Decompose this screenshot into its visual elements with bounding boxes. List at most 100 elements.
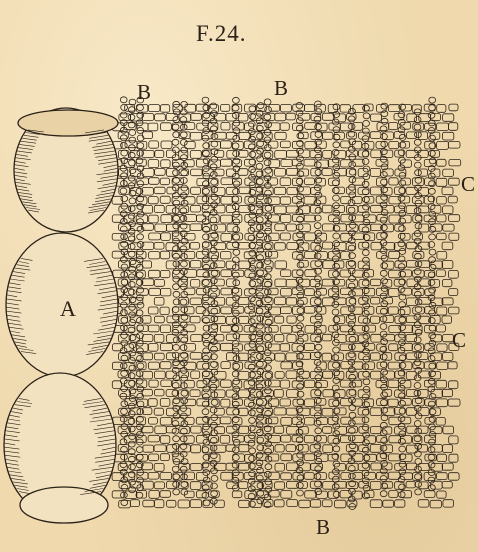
- mesh-cell: [185, 399, 196, 406]
- fiber-bead: [315, 276, 322, 282]
- mesh-cell: [352, 233, 363, 240]
- fiber-bead: [362, 242, 369, 248]
- mesh-cell: [142, 463, 152, 470]
- mesh-cell: [191, 187, 201, 194]
- mesh-cell: [220, 252, 231, 259]
- mesh-cell: [448, 473, 459, 481]
- fiber-bead: [211, 141, 218, 147]
- mesh-cell: [191, 205, 201, 212]
- fiber-bead: [333, 461, 340, 467]
- fiber-bead: [333, 172, 340, 178]
- mesh-cell: [287, 335, 296, 343]
- fiber-bead: [203, 150, 210, 156]
- mesh-cell: [322, 298, 334, 306]
- mesh-cell: [154, 353, 164, 360]
- fiber-bead: [121, 279, 128, 285]
- fiber-bead: [333, 165, 340, 171]
- fiber-bead: [249, 372, 256, 378]
- mesh-cell: [269, 326, 278, 333]
- fiber-bead: [180, 139, 187, 145]
- mesh-cell: [172, 178, 184, 185]
- fiber-bead: [399, 446, 406, 452]
- fiber-bead: [256, 285, 263, 291]
- mesh-cell: [448, 141, 460, 148]
- mesh-cell: [221, 399, 230, 407]
- fiber-bead: [349, 276, 356, 282]
- mesh-cell: [124, 178, 135, 186]
- fiber-bead: [137, 105, 144, 111]
- fiber-bead: [210, 164, 217, 170]
- mesh-cell: [166, 426, 176, 433]
- fiber-bead: [232, 105, 239, 111]
- fiber-bead: [362, 250, 369, 256]
- mesh-cell: [160, 362, 171, 369]
- mesh-cell: [196, 473, 207, 481]
- mesh-cell: [154, 316, 164, 323]
- mesh-cell: [419, 482, 428, 489]
- fiber-bead: [211, 483, 218, 489]
- mesh-cell: [154, 463, 164, 471]
- fiber-bead: [257, 247, 264, 253]
- mesh-cell: [323, 427, 332, 434]
- fiber-bead: [349, 412, 356, 418]
- mesh-cell: [221, 159, 232, 166]
- fiber-bead: [349, 450, 356, 456]
- fiber-bead: [173, 200, 180, 206]
- mesh-cell: [287, 500, 298, 507]
- column-top-opening: [18, 110, 118, 136]
- mesh-cell: [436, 399, 447, 407]
- mesh-cell: [437, 307, 447, 315]
- fiber-bead: [429, 135, 436, 141]
- mesh-cell: [304, 343, 314, 350]
- mesh-cell: [293, 123, 303, 130]
- fiber-bead: [314, 291, 321, 297]
- fiber-bead: [121, 196, 128, 202]
- mesh-cell: [221, 104, 230, 111]
- mesh-cell: [281, 454, 292, 461]
- mesh-cell: [167, 500, 176, 507]
- fiber-bead: [257, 103, 264, 109]
- mesh-cell: [371, 371, 381, 379]
- mesh-cell: [322, 169, 332, 176]
- mesh-cell: [160, 196, 170, 203]
- mesh-cell: [347, 390, 356, 397]
- mesh-cell: [449, 233, 459, 240]
- fiber-bead: [363, 379, 370, 385]
- fiber-bead: [264, 99, 271, 105]
- fiber-bead: [202, 302, 209, 308]
- fiber-bead: [380, 248, 387, 254]
- fiber-bead: [265, 464, 272, 470]
- fiber-bead: [315, 375, 322, 381]
- mesh-cell: [353, 454, 363, 462]
- mesh-cell: [395, 150, 404, 157]
- mesh-cell: [184, 472, 194, 480]
- fiber-bead: [173, 269, 180, 275]
- mesh-cell: [442, 242, 453, 250]
- fiber-bead: [414, 162, 421, 168]
- fiber-bead: [137, 393, 144, 399]
- mesh-cell: [430, 500, 441, 508]
- mesh-cell: [154, 408, 163, 415]
- mesh-cell: [304, 418, 314, 425]
- mesh-cell: [443, 224, 454, 231]
- mesh-cell: [442, 389, 452, 396]
- mesh-cell: [389, 141, 399, 148]
- fiber-bead: [297, 482, 304, 488]
- fiber-bead: [362, 136, 369, 142]
- mesh-cell: [274, 390, 283, 398]
- mesh-cell: [161, 288, 171, 296]
- mesh-cell: [149, 491, 159, 499]
- mesh-cell: [226, 334, 236, 341]
- fiber-bead: [414, 109, 421, 115]
- mesh-cell: [341, 233, 352, 241]
- mesh-cell: [436, 270, 445, 277]
- fiber-bead: [248, 197, 255, 203]
- mesh-cell: [437, 233, 447, 240]
- mesh-cell: [148, 418, 157, 425]
- mesh-cell: [352, 491, 362, 499]
- fiber-bead: [265, 471, 272, 477]
- mesh-cell: [358, 463, 370, 470]
- fiber-bead: [297, 133, 304, 139]
- mesh-cell: [400, 160, 411, 167]
- mesh-cell: [221, 196, 233, 204]
